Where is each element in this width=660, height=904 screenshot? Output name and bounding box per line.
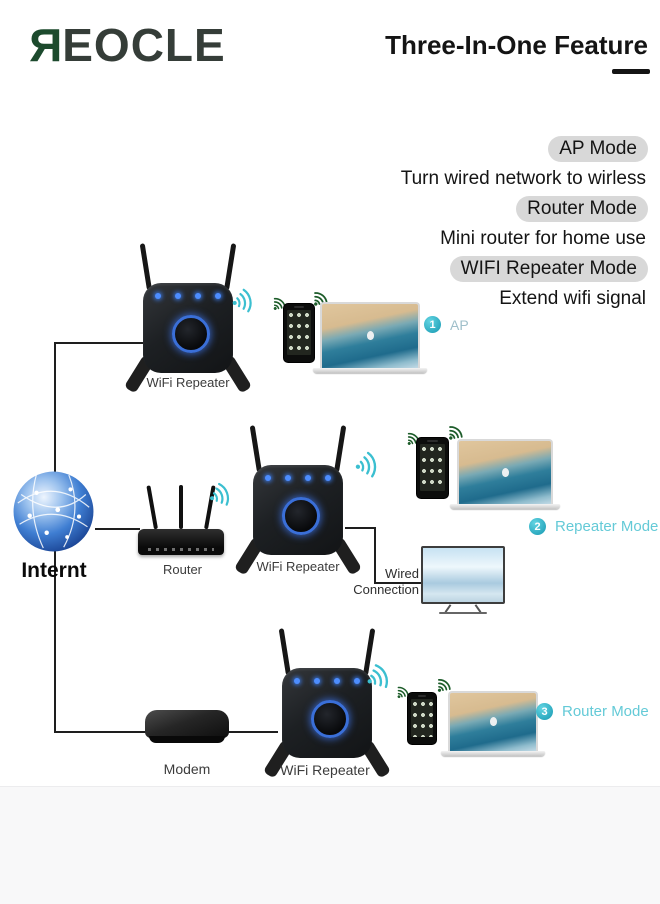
wifi-signal-icon [355, 451, 377, 478]
title-underline [612, 69, 650, 74]
mode-label: Router Mode [562, 703, 649, 720]
wifi-signal-icon [210, 482, 230, 506]
feature-badge-router-mode: Router Mode [516, 196, 648, 222]
brand-logo: REOCLE [28, 19, 226, 71]
laptop [441, 691, 545, 756]
wifi-signal-icon-green [397, 686, 409, 699]
feature-desc-router-mode: Mini router for home use [440, 228, 646, 249]
wifi-repeater-device-3 [262, 628, 392, 779]
laptop-screen [457, 439, 553, 504]
mode-row-repeater: 2 Repeater Mode [529, 518, 658, 535]
repeater-led-indicators [155, 293, 221, 299]
brand-logo-rest: EOCLE [62, 19, 226, 71]
router-label: Router [162, 562, 203, 577]
mode-label: AP [450, 316, 469, 333]
laptop-base [313, 368, 427, 373]
feature-list: AP Mode Turn wired network to wirless Ro… [399, 136, 648, 311]
repeater-body [282, 668, 372, 758]
page-title: Three-In-One Feature [385, 30, 648, 60]
laptop-base [441, 751, 545, 756]
router-body [138, 529, 224, 555]
wired-connection-label: Wired Connection [353, 566, 419, 597]
repeater-wps-ring [311, 700, 349, 738]
repeater-antenna [334, 425, 347, 473]
mode-number-badge: 1 [424, 316, 441, 333]
laptop [313, 302, 427, 373]
laptop-screen [448, 691, 538, 751]
wifi-repeater-device-1 [123, 243, 253, 394]
modem-label: Modem [163, 761, 211, 777]
tv-stand [439, 612, 487, 614]
wifi-signal-icon [232, 288, 252, 313]
repeater-antenna [249, 425, 262, 473]
line-repeater1-to-internet [54, 342, 143, 480]
bottom-band [0, 786, 660, 904]
repeater-label-1: WiFi Repeater [146, 375, 230, 390]
router-antenna [179, 485, 183, 529]
mode-row-ap: 1 AP [424, 316, 469, 333]
smartphone [408, 693, 436, 744]
smartphone [284, 304, 314, 362]
repeater-label-2: WiFi Repeater [256, 559, 340, 574]
repeater-antenna [278, 628, 291, 676]
router-antenna [146, 485, 158, 530]
feature-desc-ap-mode: Turn wired network to wirless [400, 168, 646, 189]
mode-number-badge: 3 [536, 703, 553, 720]
phone-screen [420, 444, 445, 491]
modem-body [145, 710, 229, 738]
repeater-body [143, 283, 233, 373]
mode-row-router: 3 Router Mode [536, 703, 649, 720]
internet-globe-icon [13, 471, 94, 552]
line-internet-to-modem [54, 545, 147, 733]
repeater-body [253, 465, 343, 555]
apple-logo-icon [490, 717, 497, 726]
laptop-screen [320, 302, 420, 368]
repeater-wps-ring [282, 497, 320, 535]
repeater-led-indicators [265, 475, 331, 481]
phone-screen [287, 310, 311, 355]
repeater-wps-ring [172, 315, 210, 353]
repeater-antenna [139, 243, 152, 291]
repeater-label-3: WiFi Repeater [280, 762, 370, 778]
router-device [138, 485, 224, 557]
mode-label: Repeater Mode [555, 518, 659, 535]
feature-badge-repeater-mode: WIFI Repeater Mode [449, 256, 648, 282]
tv-screen [421, 546, 505, 604]
wifi-signal-icon-green [449, 426, 463, 440]
phone-screen [411, 699, 433, 737]
apple-logo-icon [502, 467, 509, 477]
modem-device [145, 710, 229, 750]
line-repeater2-to-tv [345, 527, 421, 584]
repeater-led-indicators [294, 678, 360, 684]
internet-label: Internt [21, 559, 87, 582]
brand-logo-first-letter: R [28, 19, 63, 71]
smartphone [417, 438, 448, 498]
modem-base [149, 736, 225, 743]
router-status-lights [148, 548, 214, 551]
laptop-base [450, 504, 560, 509]
smart-tv [421, 546, 505, 616]
feature-desc-repeater-mode: Extend wifi signal [499, 288, 646, 309]
wifi-repeater-device-2 [233, 425, 363, 576]
apple-logo-icon [367, 331, 374, 340]
wifi-signal-icon-green [437, 679, 451, 692]
feature-badge-ap-mode: AP Mode [548, 136, 648, 162]
mode-number-badge: 2 [529, 518, 546, 535]
laptop [450, 439, 560, 509]
wifi-signal-icon [367, 664, 388, 689]
repeater-antenna [224, 243, 237, 291]
